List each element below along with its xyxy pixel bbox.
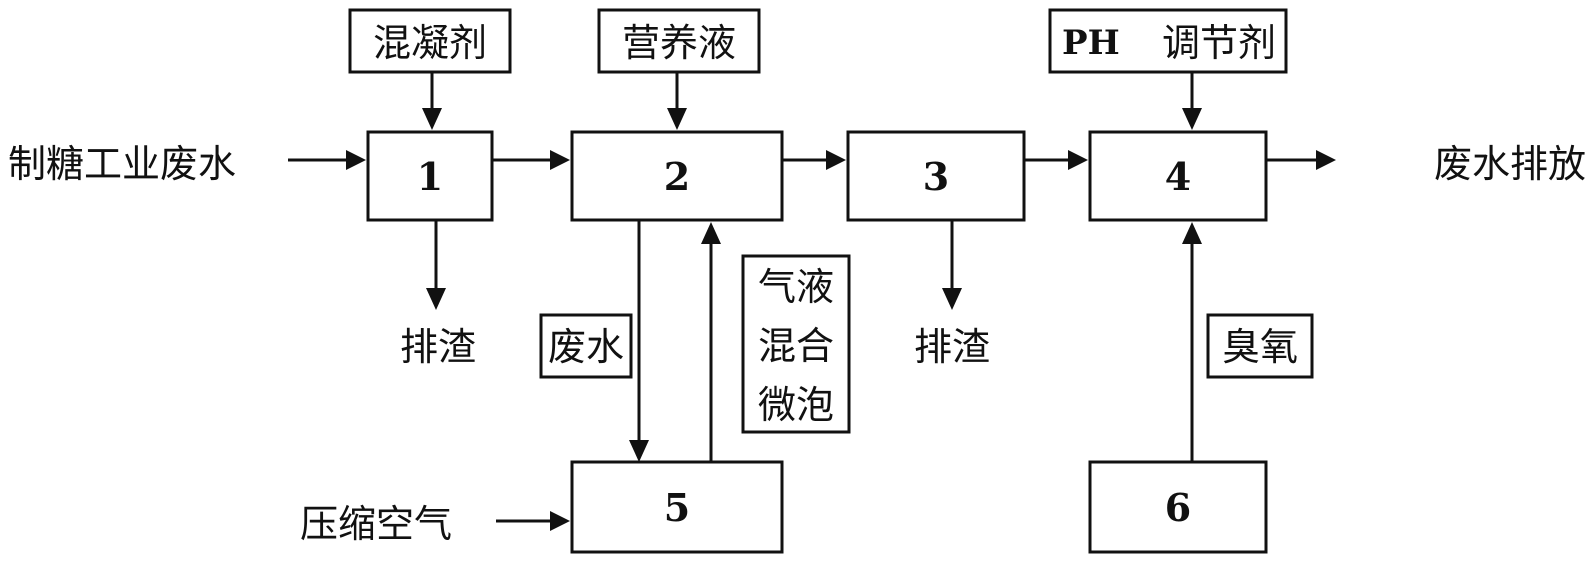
- microbubble-label-line1: 气液: [758, 265, 834, 309]
- microbubble-label-line2: 混合: [758, 324, 834, 368]
- wastewater-flow-box: 废水: [539, 313, 633, 379]
- unit-4-box: 4: [1088, 130, 1268, 222]
- ozone-label: 臭氧: [1222, 325, 1298, 369]
- unit-1-box: 1: [366, 130, 494, 222]
- arrow-5-to-2: [701, 222, 721, 462]
- coagulant-label: 混凝剂: [373, 21, 487, 65]
- unit-5-label: 5: [664, 485, 690, 530]
- arrow-2-to-5: [629, 220, 649, 462]
- ph-adjuster-input-box: PH 调节剂: [1048, 8, 1288, 74]
- arrow-6-to-4: [1182, 222, 1202, 462]
- compressed-air-label: 压缩空气: [300, 502, 452, 546]
- arrow-3-to-slag: [942, 220, 962, 310]
- sugar-wastewater-label: 制糖工业废水: [8, 142, 236, 186]
- arrow-coagulant-to-1: [422, 72, 442, 130]
- arrow-4-to-discharge: [1266, 150, 1336, 170]
- slag-output-1-label: 排渣: [400, 325, 476, 369]
- unit-5-box: 5: [570, 460, 784, 554]
- ph-label: PH: [1062, 23, 1120, 63]
- ph-adjuster-label: 调节剂: [1162, 21, 1276, 65]
- wastewater-label: 废水: [548, 325, 624, 369]
- unit-6-box: 6: [1088, 460, 1268, 554]
- nutrient-input-box: 营养液: [597, 8, 761, 74]
- arrow-1-to-slag: [426, 220, 446, 310]
- arrow-2-to-3: [782, 150, 846, 170]
- arrow-ph-to-4: [1182, 72, 1202, 130]
- arrow-1-to-2: [492, 150, 570, 170]
- unit-1-label: 1: [417, 154, 443, 199]
- coagulant-input-box: 混凝剂: [348, 8, 512, 74]
- nutrient-solution-label: 营养液: [622, 21, 736, 65]
- unit-2-box: 2: [570, 130, 784, 222]
- ozone-flow-box: 臭氧: [1206, 313, 1314, 379]
- arrow-3-to-4: [1024, 150, 1088, 170]
- discharge-label: 废水排放: [1434, 142, 1586, 186]
- arrow-feed-to-1: [288, 150, 366, 170]
- unit-4-label: 4: [1165, 154, 1191, 199]
- unit-3-box: 3: [846, 130, 1026, 222]
- slag-output-3-label: 排渣: [914, 325, 990, 369]
- unit-6-label: 6: [1165, 485, 1191, 530]
- arrow-nutrient-to-2: [667, 72, 687, 130]
- microbubble-label-line3: 微泡: [758, 383, 834, 427]
- unit-3-label: 3: [923, 154, 949, 199]
- microbubble-flow-box: 气液 混合 微泡: [741, 254, 851, 434]
- unit-2-label: 2: [664, 154, 690, 199]
- arrow-air-to-5: [496, 511, 570, 531]
